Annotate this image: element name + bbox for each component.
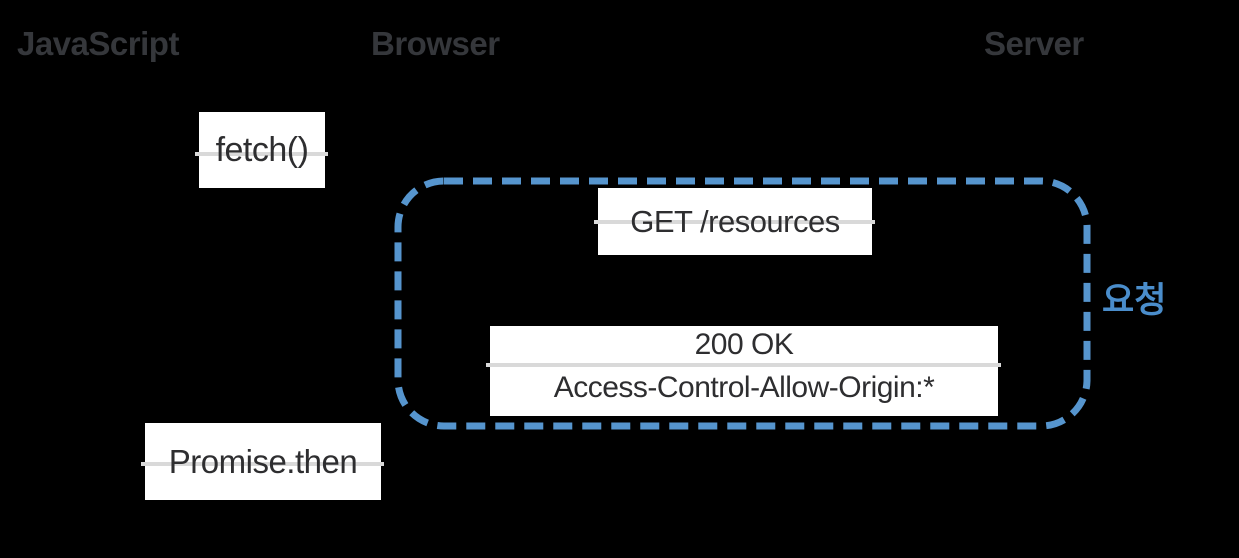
- message-label: GET /resources: [630, 203, 840, 239]
- message-box-response: 200 OK Access-Control-Allow-Origin:*: [486, 326, 1001, 416]
- connector-line: [195, 152, 328, 156]
- connector-line: [141, 462, 384, 466]
- actor-label-javascript: JavaScript: [17, 25, 179, 62]
- response-status-label: 200 OK: [694, 328, 794, 361]
- request-group-label: 요청: [1102, 281, 1167, 320]
- message-box-promise-then: Promise.then: [141, 423, 384, 500]
- actor-label-server: Server: [984, 25, 1084, 62]
- message-box-get-request: GET /resources: [594, 188, 875, 255]
- response-header-label: Access-Control-Allow-Origin:*: [553, 371, 935, 404]
- message-box-fetch: fetch(): [195, 112, 328, 188]
- actor-label-browser: Browser: [371, 25, 500, 62]
- message-label: Promise.then: [168, 442, 358, 480]
- message-label: fetch(): [215, 130, 309, 169]
